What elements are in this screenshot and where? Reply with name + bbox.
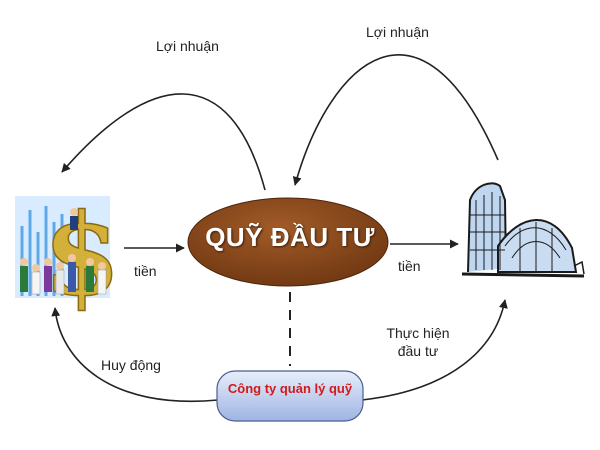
invest-arrow	[361, 299, 508, 401]
profit-arrow-right	[292, 54, 499, 186]
raise-arrow	[51, 307, 219, 402]
profit-label-left: Lợi nhuận	[156, 38, 219, 54]
money-label-right: tiền	[398, 258, 421, 274]
fund-ellipse	[187, 197, 389, 287]
investors-icon: $	[15, 189, 122, 322]
raise-label: Huy động	[101, 357, 161, 373]
manager-box	[216, 370, 364, 422]
invest-label-line2: đầu tư	[397, 343, 439, 359]
money-label-left: tiền	[134, 263, 157, 279]
manager-label: Công ty quản lý quỹ	[227, 381, 353, 396]
svg-text:$: $	[43, 190, 121, 321]
profit-arrow-left	[61, 93, 266, 191]
fund-title: QUỸ ĐẦU TƯ	[205, 222, 375, 252]
invest-label-line1: Thực hiện	[386, 325, 450, 341]
profit-label-right: Lợi nhuận	[366, 24, 429, 40]
invest-label: Thực hiện đầu tư	[383, 324, 453, 360]
buildings-icon	[461, 182, 585, 278]
